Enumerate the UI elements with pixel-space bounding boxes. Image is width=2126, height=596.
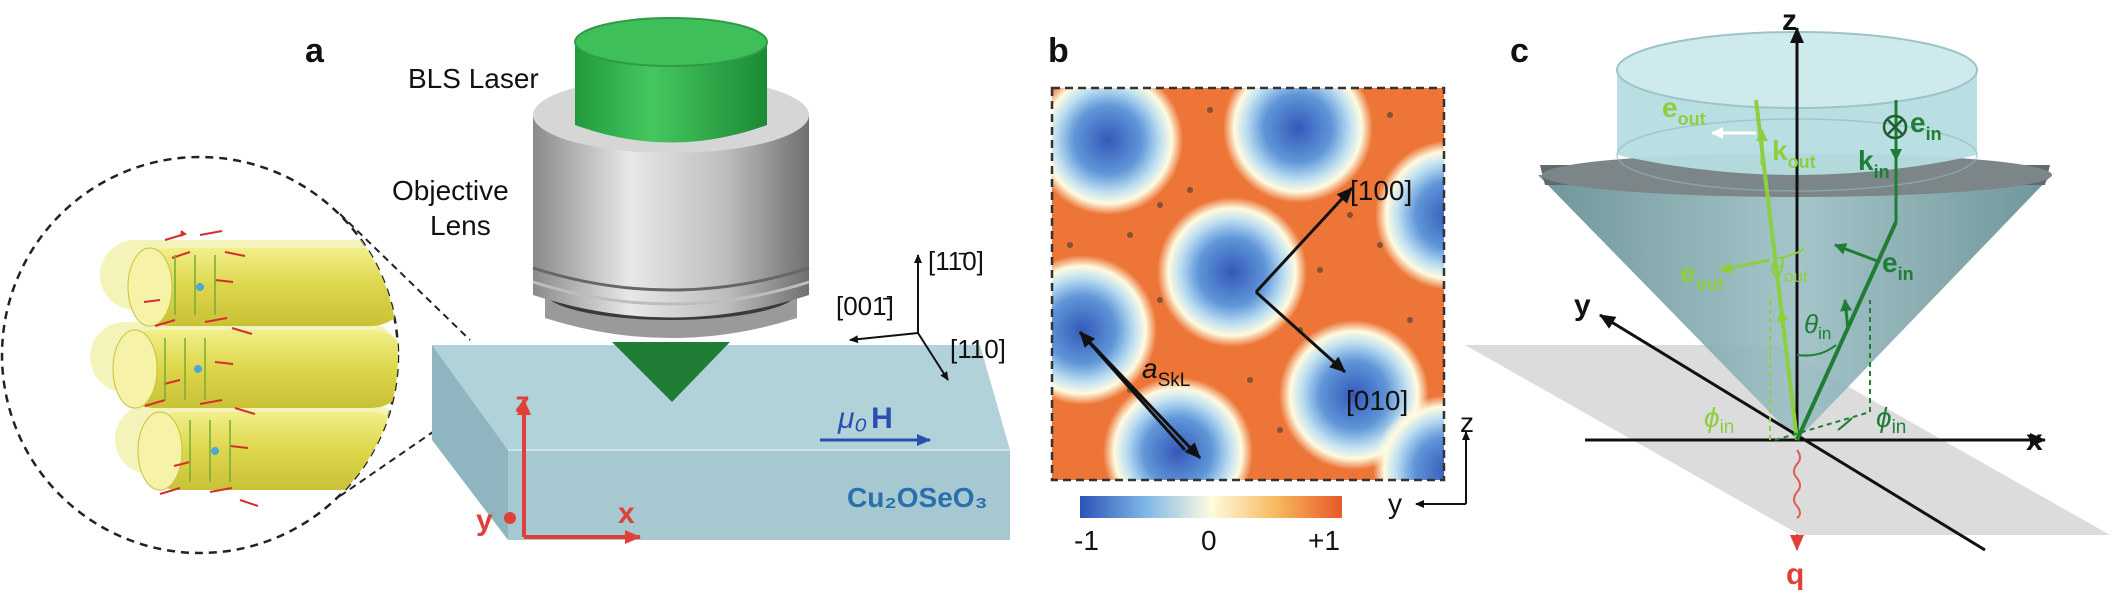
map-frame bbox=[1050, 86, 1446, 482]
dir-label-00-1: [001̄] bbox=[836, 291, 894, 321]
crystal-slab bbox=[432, 345, 1010, 540]
skyrmion-lattice-map bbox=[1052, 88, 1444, 480]
lattice-constant-label: aSkL bbox=[1142, 353, 1190, 391]
theta-out-label: θout bbox=[1770, 252, 1808, 286]
panel-b: b [100] bbox=[1048, 32, 1474, 556]
e-in-label: ein bbox=[1882, 247, 1914, 284]
sample-axes bbox=[504, 399, 641, 544]
lens-label-line1: Objective bbox=[392, 175, 509, 206]
light-cone bbox=[1538, 175, 2052, 440]
zoom-line-top bbox=[339, 213, 471, 341]
dir-label-100: [100] bbox=[1350, 175, 1412, 206]
axis-x-label-a: x bbox=[618, 497, 635, 530]
e-in-top-label: ein bbox=[1910, 107, 1942, 144]
panel-c-label: c bbox=[1510, 32, 1529, 70]
axis-z-label-a: z bbox=[515, 386, 530, 419]
axis-x-label-c: x bbox=[2026, 424, 2043, 457]
panel-b-label: b bbox=[1048, 32, 1069, 70]
theta-in-label: θin bbox=[1804, 309, 1831, 343]
map-axes bbox=[1415, 431, 1470, 508]
k-out-label: kout bbox=[1772, 135, 1816, 172]
e-out-top-label: eout bbox=[1662, 92, 1706, 129]
crystal-axes bbox=[849, 254, 949, 381]
e-out-label: eout bbox=[1680, 257, 1724, 294]
material-label: Cu₂OSeO₃ bbox=[847, 482, 988, 513]
panel-a: a bbox=[0, 17, 1010, 555]
k-in-label: kin bbox=[1858, 145, 1890, 182]
colorbar bbox=[1080, 496, 1342, 518]
panel-c: c z x y bbox=[1465, 4, 2110, 591]
axis-z-label-c: z bbox=[1782, 4, 1797, 37]
laser-cylinder bbox=[574, 17, 768, 143]
lattice-vectors bbox=[1078, 186, 1354, 460]
axis-y-label-a: y bbox=[476, 504, 493, 537]
axis-y-label-c: y bbox=[1574, 289, 1591, 322]
panel-a-label: a bbox=[305, 32, 325, 70]
colorbar-min: -1 bbox=[1074, 525, 1099, 556]
dir-label-010: [010] bbox=[1346, 385, 1408, 416]
colorbar-max: +1 bbox=[1308, 525, 1340, 556]
colorbar-mid: 0 bbox=[1201, 525, 1217, 556]
skyrmion-tube-zoom bbox=[0, 155, 400, 555]
dir-label-1-10: [11̄0] bbox=[928, 246, 984, 276]
phi-in-right-label: ϕin bbox=[1876, 402, 1906, 438]
axis-y-label-b: y bbox=[1388, 488, 1402, 519]
laser-cone bbox=[612, 342, 730, 402]
laser-label: BLS Laser bbox=[408, 63, 539, 94]
axis-z-label-b: z bbox=[1460, 407, 1474, 438]
phi-in-left-label: ϕin bbox=[1704, 402, 1734, 438]
lens-label-line2: Lens bbox=[430, 210, 491, 241]
dir-label-110: [110] bbox=[950, 334, 1006, 364]
q-label: q bbox=[1786, 558, 1804, 591]
lab-axes bbox=[1585, 27, 2046, 552]
beams bbox=[1711, 99, 1908, 551]
